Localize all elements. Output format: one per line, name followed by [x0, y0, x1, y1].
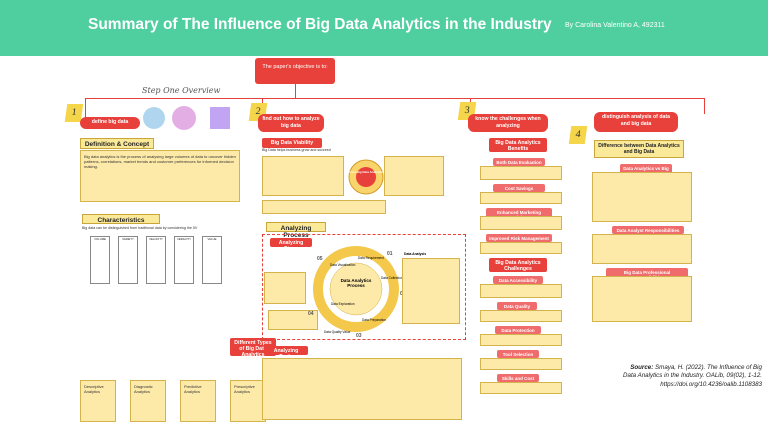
diff-item-analyst-resp: Data Analyst Responsibilities [612, 226, 684, 234]
author-label: By Carolina Valentino A, 492311 [565, 22, 665, 29]
core-title: Core Big Data Analytics [349, 170, 383, 174]
benefit-risk-management: Improved Risk Management [486, 234, 552, 242]
connector-line [295, 84, 296, 98]
type-prescriptive: Prescriptive Analytics [230, 380, 266, 422]
section-analyze: find out how to analyze big data [258, 114, 324, 132]
challenge-card-4 [480, 358, 562, 370]
diff-card-1 [592, 172, 692, 222]
connector-line [704, 98, 705, 114]
benefit-card-2 [480, 192, 562, 204]
cycle-step-collection: Data Collection [381, 276, 403, 280]
process-title: Analyzing Process [266, 222, 326, 239]
definition-title: Definition & Concept [80, 138, 154, 149]
type-predictive: Predictive Analytics [180, 380, 216, 422]
tools-title: Analyzing Tools [264, 346, 308, 360]
char-veracity: VERACITY [174, 236, 194, 284]
analysis-card [402, 258, 460, 324]
challenge-card-3 [480, 334, 562, 346]
cycle-step-visualization: Data Visualization [330, 263, 356, 267]
viability-subtitle: Big Data helps business grow and succeed [262, 148, 331, 152]
viability-card-right [384, 156, 444, 196]
char-volume: VOLUME [90, 236, 110, 284]
tools-card [262, 358, 462, 420]
section-distinguish: distinguish analysis of data and big dat… [594, 112, 678, 132]
characteristics-subtitle: Big data can be distinguished from tradi… [82, 226, 198, 230]
challenge-card-2 [480, 310, 562, 322]
diff-card-3 [592, 276, 692, 322]
source-citation: Smaya, H. (2022). The Influence of Big D… [623, 364, 762, 380]
source-block: Source: Smaya, H. (2022). The Influence … [622, 364, 762, 389]
viability-note [262, 200, 386, 214]
diff-card-2 [592, 234, 692, 264]
header-bar [0, 0, 768, 56]
benefits-title: Big Data Analytics Benefits [489, 138, 547, 152]
benefit-cost-savings: Cost Savings [493, 184, 545, 192]
cycle-step-requirement: Data Requirement [358, 256, 384, 260]
cycle-number-05: 05 [317, 256, 323, 262]
objective-box: The paper's objective is to: [255, 58, 335, 84]
challenge-card-5 [480, 382, 562, 394]
challenge-quality: Data Quality [497, 302, 537, 310]
char-velocity: VELOCITY [146, 236, 166, 284]
benefit-both-data-evaluation: Both Data Evaluation [493, 158, 545, 166]
benefit-card-4 [480, 242, 562, 254]
section-challenges: know the challenges when analyzing [468, 114, 548, 132]
cycle-step-preparation: Data Preparation [362, 318, 387, 322]
cycle-center-disc [329, 262, 383, 316]
page-title: Summary of The Influence of Big Data Ana… [88, 16, 552, 33]
connector-line [85, 98, 705, 99]
definition-text: Big data analytics is the process of ana… [84, 154, 236, 170]
type-descriptive: Descriptive Analytics [80, 380, 116, 422]
diff-title: Difference between Data Analytics and Bi… [594, 140, 684, 158]
step-badge-4: 4 [568, 126, 588, 144]
process-note [268, 310, 318, 330]
process-container [262, 234, 466, 340]
benefit-card-3 [480, 216, 562, 230]
source-label: Source: [630, 364, 654, 371]
viability-title: Big Data Viability [262, 138, 322, 148]
challenge-tool-selection: Tool Selection [497, 350, 539, 358]
steps-card [264, 272, 306, 304]
core-analytics-graphic [348, 159, 384, 195]
analysis-label: Data Analysis [404, 252, 427, 256]
type-diagnostic: Diagnostic Analytics [130, 380, 166, 422]
benefit-card-1 [480, 166, 562, 180]
cycle-center-label: Data Analytics Process [340, 278, 372, 289]
big-data-illustrations [143, 106, 230, 130]
cycle-number-04: 04 [308, 311, 314, 317]
cycle-ring [313, 246, 399, 332]
challenge-accessibility: Data Accessibility [493, 276, 543, 284]
source-doi[interactable]: https://doi.org/10.4236/oalib.1108383 [660, 380, 762, 388]
challenge-protection: Data Protection [495, 326, 541, 334]
char-value: VALUE [202, 236, 222, 284]
section-define: define big data [80, 117, 140, 129]
cycle-number-03: 03 [356, 333, 362, 339]
connector-line [85, 98, 86, 120]
cycle-step-exploration: Data Exploration [331, 302, 355, 306]
definition-card: Big data analytics is the process of ana… [80, 150, 240, 202]
challenges-title: Big Data Analytics Challenges [489, 258, 547, 272]
viability-card-left [262, 156, 344, 196]
char-variety: VARIETY [118, 236, 138, 284]
step-one-scribble: Step One Overview [142, 86, 221, 95]
process-cycle [313, 246, 399, 332]
characteristics-title: Characteristics [82, 214, 160, 224]
challenge-skills-cost: Skills and Cost [497, 374, 539, 382]
steps-title: Analyzing Steps [270, 238, 312, 252]
value-label: Data Quality Value [324, 330, 351, 334]
challenge-card-1 [480, 284, 562, 298]
cycle-number-01: 01 [387, 251, 393, 257]
